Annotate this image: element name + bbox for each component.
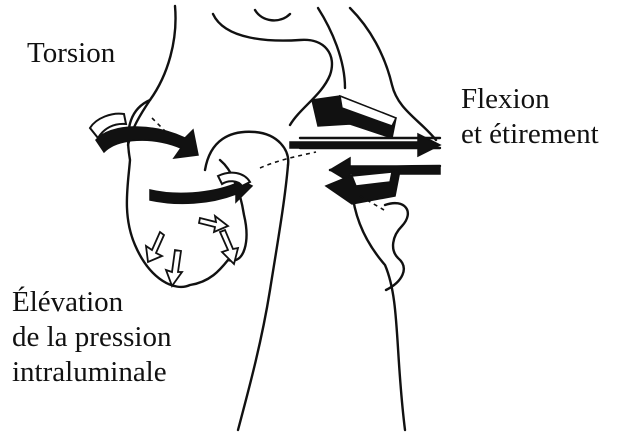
mesentery-inner-outline bbox=[318, 8, 345, 88]
torsion-arrows bbox=[90, 114, 252, 204]
trunk-left-outline bbox=[238, 165, 288, 430]
label-elevation: Élévation de la pression intraluminale bbox=[12, 285, 171, 390]
pressure-arrow-2 bbox=[166, 250, 182, 286]
pressure-arrow-3 bbox=[220, 230, 238, 264]
upper-bowel-outline bbox=[128, 6, 176, 145]
torsion-arrow-upper bbox=[96, 127, 198, 158]
loop-lobe-outline bbox=[205, 132, 288, 170]
flexion-arrows bbox=[290, 96, 440, 204]
label-elevation-line1: Élévation bbox=[12, 285, 171, 320]
pressure-arrows bbox=[146, 216, 238, 286]
label-elevation-line3: intraluminale bbox=[12, 355, 171, 390]
label-elevation-line2: de la pression bbox=[12, 320, 171, 355]
label-flexion-line1: Flexion bbox=[461, 82, 599, 117]
top-notch-outline bbox=[255, 10, 290, 20]
label-flexion: Flexion et étirement bbox=[461, 82, 599, 152]
trunk-right-outline bbox=[352, 190, 405, 430]
pressure-arrow-1 bbox=[146, 232, 164, 262]
label-torsion: Torsion bbox=[27, 36, 115, 71]
label-flexion-line2: et étirement bbox=[461, 117, 599, 152]
